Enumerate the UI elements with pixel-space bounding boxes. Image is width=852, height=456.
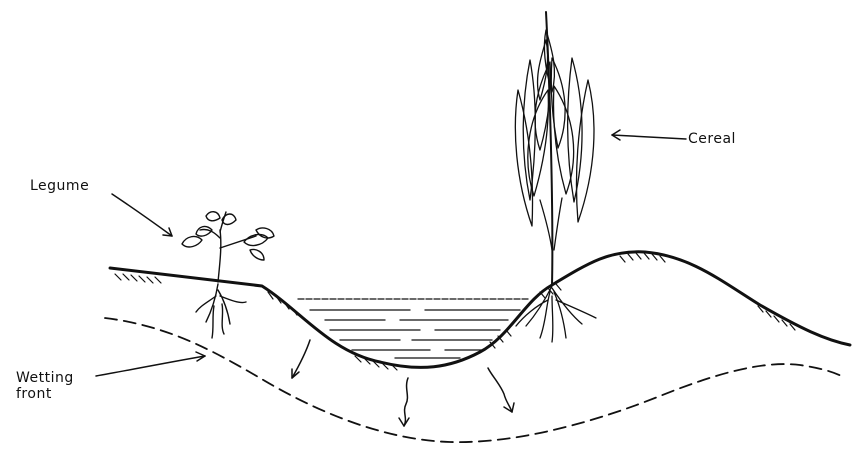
ponded-water: [298, 299, 528, 358]
wetting-front-label-line2: front: [16, 386, 74, 402]
wetting-front-label: Wetting front: [16, 370, 74, 402]
wetting-front-line: [105, 318, 845, 442]
legume-plant: [182, 212, 274, 338]
cereal-label: Cereal: [688, 131, 736, 147]
legume-label: Legume: [30, 178, 89, 194]
soil-hatching: [115, 253, 795, 370]
cereal-plant: [515, 12, 596, 342]
wetting-front-label-line1: Wetting: [16, 370, 74, 386]
